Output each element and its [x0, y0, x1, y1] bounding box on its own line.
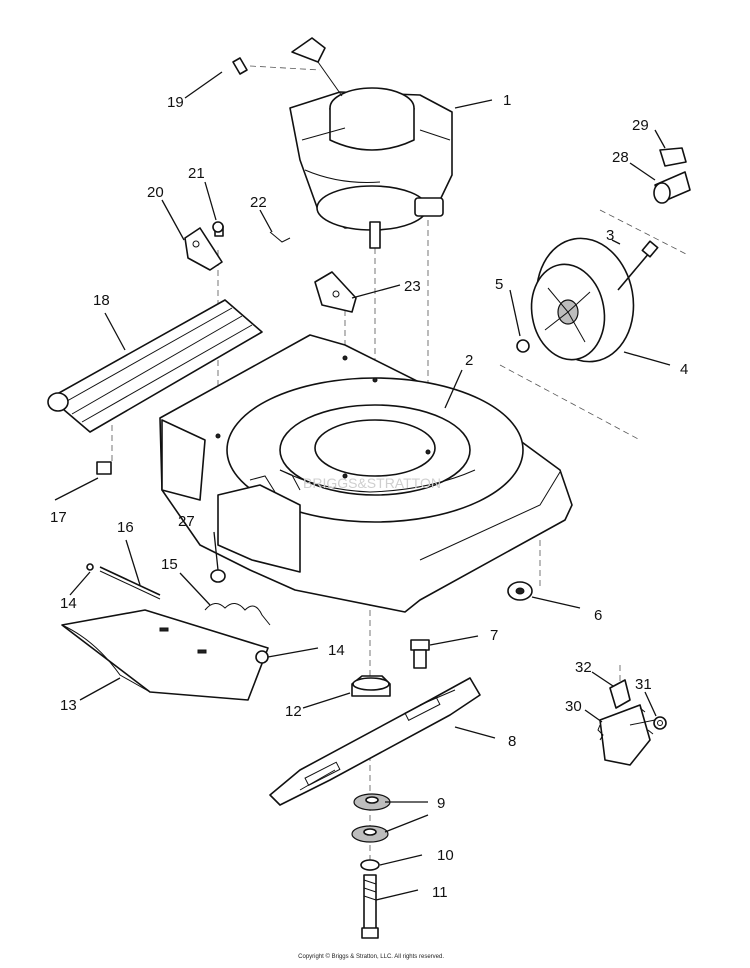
- engine: [289, 37, 453, 249]
- callout-27: 27: [178, 513, 195, 530]
- callout-32: 32: [575, 659, 592, 676]
- small-fasteners: [86, 57, 248, 571]
- callout-28: 28: [612, 149, 629, 166]
- height-adjuster: [597, 679, 667, 766]
- callout-11: 11: [432, 884, 448, 901]
- callout-3: 3: [606, 227, 614, 244]
- watermark: BRIGGS&STRATTON: [303, 475, 441, 491]
- callout-6: 6: [594, 607, 602, 624]
- callout-15: 15: [161, 556, 178, 573]
- hinge-rod-and-spring: [99, 566, 271, 664]
- callout-29: 29: [632, 117, 649, 134]
- callout-2: 2: [465, 352, 473, 369]
- rear-flap: [61, 609, 269, 701]
- mower-deck: BRIGGS&STRATTON: [159, 334, 573, 613]
- callout-22: 22: [250, 194, 267, 211]
- leader-lines: [54, 71, 671, 901]
- callout-20: 20: [147, 184, 164, 201]
- callout-10: 10: [437, 847, 454, 864]
- callout-19: 19: [167, 94, 184, 111]
- copyright-notice: Copyright © Briggs & Stratton, LLC. All …: [0, 954, 750, 960]
- callout-16: 16: [117, 519, 134, 536]
- blade-assembly: [210, 569, 533, 939]
- height-brackets: [184, 225, 357, 313]
- callout-9: 9: [437, 795, 445, 812]
- callout-21: 21: [188, 165, 205, 182]
- callout-18: 18: [93, 292, 110, 309]
- copyright-text: Copyright © Briggs & Stratton, LLC. All …: [298, 954, 444, 960]
- bumper-bar: [47, 299, 263, 475]
- callout-31: 31: [635, 676, 652, 693]
- callout-1: 1: [503, 92, 511, 109]
- callout-12: 12: [285, 703, 302, 720]
- callout-23: 23: [404, 278, 421, 295]
- callout-7: 7: [490, 627, 498, 644]
- callout-14-left: 14: [60, 595, 77, 612]
- callout-4: 4: [680, 361, 688, 378]
- callout-13: 13: [60, 697, 77, 714]
- wheel-assembly: [516, 147, 691, 363]
- callout-labels: 1 2 3 4 5 6 7 8 9 10 11 12 13 14 14 15 1…: [50, 92, 688, 901]
- callout-8: 8: [508, 733, 516, 750]
- callout-30: 30: [565, 698, 582, 715]
- callout-17: 17: [50, 509, 67, 526]
- callout-14-right: 14: [328, 642, 345, 659]
- callout-5: 5: [495, 276, 503, 293]
